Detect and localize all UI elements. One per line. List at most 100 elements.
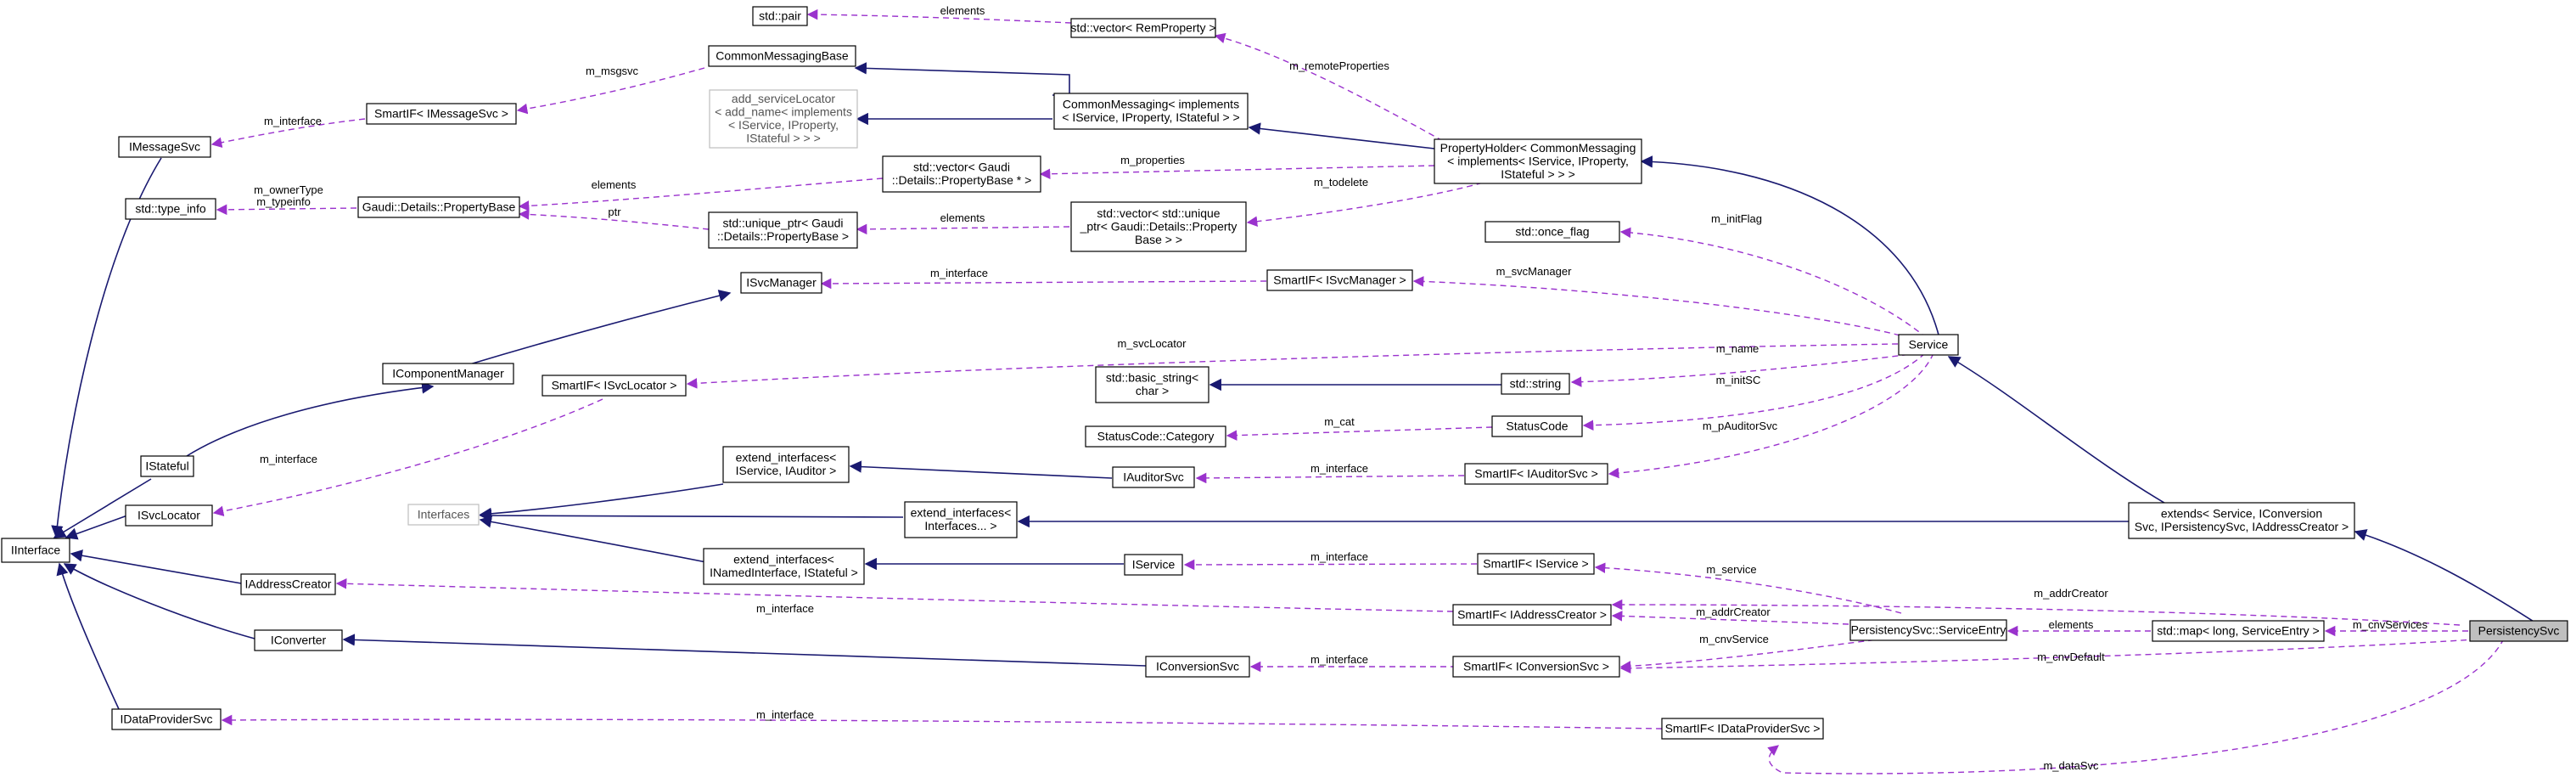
node-istateful[interactable]: IStateful (140, 455, 194, 477)
node-vec-uptr[interactable]: std::vector< std::unique_ptr< Gaudi::Det… (1070, 201, 1247, 252)
node-label-line: SmartIF< IMessageSvc > (374, 106, 508, 120)
node-imsg[interactable]: IMessageSvc (118, 136, 211, 158)
edge-persist-to-extends (2354, 529, 2539, 625)
node-label-line: Interfaces... > (924, 519, 996, 532)
node-se[interactable]: PersistencySvc::ServiceEntry (1849, 619, 2007, 641)
node-once[interactable]: std::once_flag (1484, 221, 1620, 243)
node-label-line: SmartIF< IConversionSvc > (1463, 659, 1609, 673)
node-iservice[interactable]: IService (1124, 554, 1183, 576)
node-label-line: INamedInterface, IStateful > (710, 566, 858, 579)
edge-einamed-to-interfaces (479, 515, 707, 563)
node-box (1477, 553, 1595, 575)
node-ei-ifaces[interactable]: extend_interfaces<Interfaces... > (904, 501, 1018, 538)
label-m-service: m_service (1706, 563, 1756, 576)
node-label-line: IStateful (145, 459, 188, 472)
node-label-line: _ptr< Gaudi::Details::Property (1080, 219, 1237, 233)
node-box (125, 198, 216, 220)
node-iinterface[interactable]: IInterface (1, 538, 70, 563)
node-isvcmgr[interactable]: ISvcManager (740, 272, 822, 294)
node-iconvsvc[interactable]: IConversionSvc (1145, 656, 1250, 678)
label-elements-pb: elements (592, 178, 637, 191)
node-label-line: IMessageSvc (129, 139, 200, 153)
node-isvcloc[interactable]: ISvcLocator (125, 504, 213, 527)
label-m-todelete: m_todelete (1314, 176, 1368, 189)
edge-uptr-to-pb (518, 209, 710, 230)
node-label-line: ::Details::PropertyBase * > (892, 173, 1032, 187)
node-cmb[interactable]: CommonMessagingBase (708, 45, 856, 67)
node-label-line: std::vector< std::unique (1097, 206, 1220, 220)
node-sif-dp[interactable]: SmartIF< IDataProviderSvc > (1661, 718, 1824, 740)
node-pair[interactable]: std::pair (752, 6, 808, 26)
label-m-pauditorsvc: m_pAuditorSvc (1703, 420, 1778, 432)
node-label-line: std::once_flag (1515, 224, 1589, 238)
node-iaddr[interactable]: IAddressCreator (240, 573, 336, 595)
node-label-line: std::type_info (135, 201, 205, 215)
node-icompmgr[interactable]: IComponentManager (382, 363, 514, 385)
node-interfaces[interactable]: Interfaces (407, 504, 480, 526)
node-label-line: StatusCode::Category (1097, 429, 1215, 442)
node-label-line: std::basic_string< (1106, 371, 1198, 385)
node-label-line: SmartIF< ISvcManager > (1273, 273, 1406, 286)
node-sif-svcloc[interactable]: SmartIF< ISvcLocator > (542, 375, 687, 397)
node-ei-named[interactable]: extend_interfaces<INamedInterface, IStat… (703, 548, 865, 585)
edge-iconvsvc-to-iconv (342, 634, 1147, 667)
node-box (366, 103, 517, 125)
edge-idp-to-iinterface (56, 562, 120, 710)
node-iaudsvc[interactable]: IAuditorSvc (1112, 466, 1195, 488)
node-label-line: extend_interfaces< (733, 553, 834, 566)
node-box (1070, 201, 1247, 252)
node-uptr[interactable]: std::unique_ptr< Gaudi::Details::Propert… (708, 211, 858, 249)
edge-sifmsg-to-imsg (210, 118, 366, 148)
node-vec-pb[interactable]: std::vector< Gaudi::Details::PropertyBas… (882, 155, 1041, 193)
node-iconv[interactable]: IConverter (254, 629, 343, 651)
label-m-interface-svc: m_interface (1310, 550, 1368, 563)
node-box (1085, 425, 1226, 448)
node-service[interactable]: Service (1898, 334, 1959, 356)
node-persist[interactable]: PersistencySvc (2469, 620, 2568, 642)
node-sif-aud[interactable]: SmartIF< IAuditorSvc > (1464, 463, 1608, 485)
label-m-remoteproperties: m_remoteProperties (1289, 59, 1389, 72)
node-addsl[interactable]: add_serviceLocator< add_name< implements… (709, 89, 858, 149)
label-m-interface-addr: m_interface (756, 602, 814, 615)
node-label-line: PropertyHolder< CommonMessaging (1440, 141, 1636, 155)
node-sif-addr[interactable]: SmartIF< IAddressCreator > (1452, 604, 1612, 626)
node-sif-svcmgr[interactable]: SmartIF< ISvcManager > (1266, 269, 1413, 291)
node-vec-rem[interactable]: std::vector< RemProperty > (1070, 18, 1216, 38)
edge-vecpb-to-pb (518, 177, 884, 211)
node-sif-conv[interactable]: SmartIF< IConversionSvc > (1452, 656, 1620, 678)
node-ph[interactable]: PropertyHolder< CommonMessaging< impleme… (1434, 138, 1642, 184)
node-sif-svc[interactable]: SmartIF< IService > (1477, 553, 1595, 575)
edge-persist-to-sifaddr (1611, 599, 2461, 626)
node-ei-aud[interactable]: extend_interfaces<IService, IAuditor > (722, 446, 850, 483)
edge-istateful-to-iinterface (53, 478, 152, 538)
node-sc[interactable]: StatusCode (1491, 415, 1583, 437)
node-box (254, 629, 343, 651)
node-map[interactable]: std::map< long, ServiceEntry > (2152, 620, 2325, 642)
node-box (240, 573, 336, 595)
edge-vecuptr-to-uptr (856, 223, 1070, 235)
node-box (1095, 366, 1209, 403)
label-elements-rem: elements (940, 4, 985, 17)
edge-cm-to-cmb (854, 62, 1070, 96)
node-basic[interactable]: std::basic_string<char > (1095, 366, 1209, 403)
node-box (118, 136, 211, 158)
edge-sifdp-to-idp (221, 714, 1663, 729)
edge-se-to-sifsvc (1594, 562, 1902, 614)
node-box (1, 538, 70, 563)
node-cm[interactable]: CommonMessaging< implements< IService, I… (1053, 93, 1249, 130)
node-box (2152, 620, 2325, 642)
node-box (1898, 334, 1959, 356)
label-elements-map: elements (2049, 618, 2094, 631)
node-sccat[interactable]: StatusCode::Category (1085, 425, 1226, 448)
node-idp[interactable]: IDataProviderSvc (111, 708, 222, 730)
node-extends[interactable]: extends< Service, IConversionSvc, IPersi… (2128, 502, 2355, 539)
node-string[interactable]: std::string (1501, 373, 1570, 395)
node-label-line: ::Details::PropertyBase > (717, 229, 849, 243)
node-label-line: std::pair (759, 8, 801, 22)
node-box (2128, 502, 2355, 539)
node-pb[interactable]: Gaudi::Details::PropertyBase (357, 196, 520, 218)
node-label-line: PersistencySvc (2478, 623, 2560, 637)
node-sif-msg[interactable]: SmartIF< IMessageSvc > (366, 103, 517, 125)
node-typeinfo[interactable]: std::type_info (125, 198, 216, 220)
node-box (2469, 620, 2568, 642)
